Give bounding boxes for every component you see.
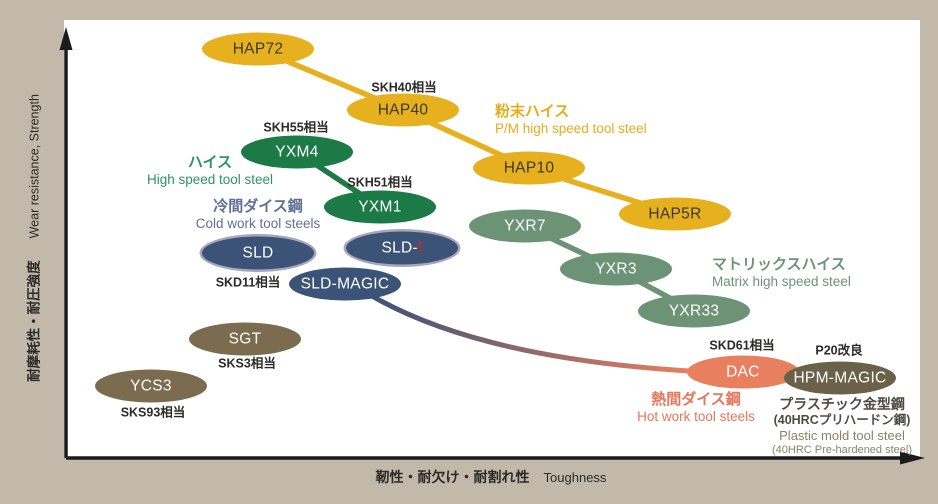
steel-ycs3: YCS3 — [95, 369, 207, 403]
label-high-speed-line-1: ハイス — [187, 154, 233, 171]
steel-hap10: HAP10 — [473, 151, 585, 185]
label-hot-work-line-1: 熱間ダイス鋼 — [651, 391, 741, 408]
steel-hpm-magic: HPM-MAGIC — [784, 361, 896, 395]
equivalent-note-sgt: SKS3相当 — [218, 356, 276, 371]
equivalent-note-sld: SKD11相当 — [215, 275, 281, 290]
axes — [59, 27, 925, 465]
steel-yxr33: YXR33 — [638, 294, 750, 328]
label-plastic-mold: プラスチック金型鋼(40HRCプリハードン鋼)Plastic mold tool… — [772, 396, 912, 458]
label-plastic-mold-line-2: (40HRCプリハードン鋼) — [773, 413, 911, 428]
steel-dac: DAC — [687, 355, 799, 389]
label-plastic-mold-line-3: Plastic mold tool steel — [779, 428, 905, 444]
label-plastic-mold-line-1: プラスチック金型鋼 — [779, 396, 905, 412]
steel-hap40: HAP40 — [347, 93, 459, 127]
toughness-axis-label-en: Toughness — [543, 470, 607, 485]
label-matrix-high-speed-line-2: Matrix high speed steel — [712, 274, 851, 290]
steel-sld: SLD — [202, 236, 314, 270]
equivalent-note-yxm4: SKH55相当 — [263, 120, 329, 135]
toughness-axis-label: 靭性・耐欠け・耐割れ性 Toughness — [376, 467, 607, 487]
steel-sld-f: SLD-f — [346, 231, 458, 265]
steel-yxm1: YXM1 — [324, 190, 436, 224]
steel-yxr3: YXR3 — [560, 252, 672, 286]
connector-sld-magic-to-dac — [369, 293, 692, 374]
steel-yxr7: YXR7 — [469, 209, 581, 243]
steel-yxm4: YXM4 — [241, 135, 353, 169]
steel-sgt: SGT — [189, 322, 301, 356]
label-plastic-mold-line-4: (40HRC Pre-hardened steel) — [771, 444, 913, 457]
label-matrix-high-speed-line-1: マトリックスハイス — [712, 256, 846, 273]
equivalent-note-yxm1: SKH51相当 — [347, 175, 413, 190]
steel-sld-f-accent: f — [417, 239, 423, 256]
steel-sld-magic: SLD-MAGIC — [289, 267, 401, 301]
label-hot-work-line-2: Hot work tool steels — [637, 409, 755, 425]
label-pm-high-speed-line-2: P/M high speed tool steel — [495, 121, 647, 137]
equivalent-note-dac: SKD61相当 — [709, 338, 775, 353]
equivalent-note-hpm-magic: P20改良 — [815, 343, 863, 358]
label-high-speed-line-2: High speed tool steel — [146, 172, 274, 188]
x-axis-arrowhead — [900, 451, 925, 465]
toughness-axis-label-jp: 靭性・耐欠け・耐割れ性 — [375, 469, 530, 485]
label-cold-work-line-2: Cold work tool steels — [195, 216, 321, 232]
steel-hap72: HAP72 — [202, 32, 314, 66]
wear-resistance-axis-label: 耐摩耗性・耐圧強度 Wear resistance, Strength — [23, 94, 44, 382]
steel-hap5r: HAP5R — [619, 197, 731, 231]
wear-resistance-axis-label-jp: 耐摩耗性・耐圧強度 — [26, 260, 42, 382]
label-pm-high-speed-line-1: 粉末ハイス — [495, 103, 570, 120]
label-cold-work-line-1: 冷間ダイス鋼 — [213, 198, 303, 215]
equivalent-note-hap40: SKH40相当 — [371, 80, 437, 95]
equivalent-note-ycs3: SKS93相当 — [120, 405, 186, 420]
y-axis-arrowhead — [59, 27, 73, 50]
wear-resistance-axis-label-en: Wear resistance, Strength — [27, 94, 42, 239]
